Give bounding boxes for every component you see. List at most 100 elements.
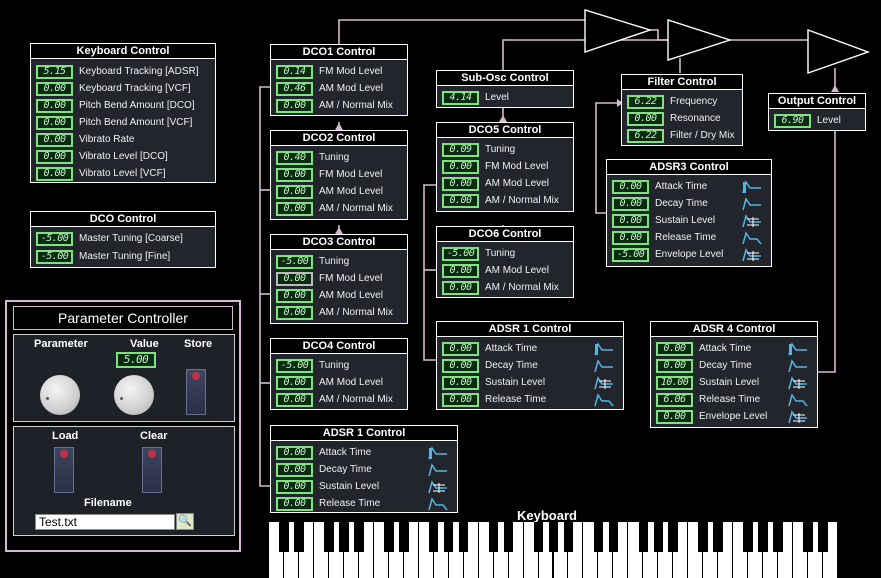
lcd-display[interactable]: -5.00 [276, 255, 313, 269]
black-key[interactable] [324, 522, 334, 552]
lcd-display[interactable]: 0.00 [656, 410, 693, 424]
black-key[interactable] [743, 522, 753, 552]
black-key[interactable] [488, 522, 499, 552]
black-key[interactable] [608, 522, 619, 552]
lcd-display[interactable]: 0.46 [276, 82, 313, 96]
store-button[interactable] [186, 369, 206, 415]
lcd-display[interactable]: 0.00 [442, 393, 479, 407]
lcd-display[interactable]: 0.00 [276, 289, 313, 303]
black-key[interactable] [638, 522, 649, 552]
value-knob[interactable] [114, 375, 154, 415]
lcd-display[interactable]: 0.00 [627, 112, 664, 126]
lcd-display[interactable]: 0.00 [442, 177, 479, 191]
lcd-display[interactable]: 0.00 [612, 197, 649, 211]
black-key[interactable] [803, 522, 813, 552]
black-key[interactable] [593, 522, 604, 552]
black-key[interactable] [339, 522, 349, 552]
lcd-display[interactable]: -5.00 [36, 232, 73, 246]
black-key[interactable] [279, 522, 289, 552]
black-key[interactable] [548, 522, 559, 552]
param-label: Sustain Level [699, 377, 760, 388]
lcd-display[interactable]: 0.00 [442, 160, 479, 174]
lcd-display[interactable]: 0.00 [276, 480, 313, 494]
param-label: Tuning [485, 144, 516, 155]
black-key[interactable] [818, 522, 828, 552]
black-key[interactable] [533, 522, 544, 552]
lcd-display[interactable]: -5.00 [442, 247, 479, 261]
lcd-display[interactable]: -5.00 [612, 248, 649, 262]
filename-input[interactable]: Test.txt [35, 514, 175, 530]
lcd-display[interactable]: 0.00 [442, 376, 479, 390]
lcd-display[interactable]: 0.00 [276, 446, 313, 460]
lcd-display[interactable]: 0.00 [656, 359, 693, 373]
lcd-display[interactable]: 0.00 [276, 306, 313, 320]
lcd-display[interactable]: 0.00 [36, 150, 73, 164]
lcd-display[interactable]: 0.00 [612, 180, 649, 194]
lcd-display[interactable]: 0.00 [36, 99, 73, 113]
lcd-display[interactable]: 0.00 [276, 463, 313, 477]
lcd-display[interactable]: 0.00 [612, 214, 649, 228]
black-key[interactable] [443, 522, 454, 552]
black-key[interactable] [294, 522, 304, 552]
lcd-display[interactable]: 0.00 [276, 202, 313, 216]
lcd-display[interactable]: 0.00 [612, 231, 649, 245]
lcd-display[interactable]: -5.00 [36, 250, 73, 264]
lcd-display[interactable]: 0.40 [276, 151, 313, 165]
lcd-display[interactable]: 0.00 [442, 281, 479, 295]
lcd-display[interactable]: 0.00 [36, 116, 73, 130]
lcd-display[interactable]: 6.90 [774, 114, 811, 128]
lcd-display[interactable]: 0.00 [36, 82, 73, 96]
lcd-display[interactable]: 0.00 [276, 376, 313, 390]
lcd-display[interactable]: 0.00 [276, 497, 313, 511]
param-label: Release Time [485, 394, 547, 405]
black-key[interactable] [354, 522, 364, 552]
lcd-display[interactable]: 0.00 [442, 264, 479, 278]
lcd-display[interactable]: 6.22 [627, 95, 664, 109]
black-key[interactable] [668, 522, 679, 552]
lcd-display[interactable]: 0.00 [442, 194, 479, 208]
black-key[interactable] [773, 522, 783, 552]
lcd-display[interactable]: 0.00 [276, 168, 313, 182]
lcd-display[interactable]: 0.00 [276, 99, 313, 113]
param-label: Frequency [670, 96, 718, 107]
lcd-display[interactable]: 0.00 [276, 393, 313, 407]
lcd-display[interactable]: 6.22 [627, 129, 664, 143]
lcd-display[interactable]: 6.06 [656, 393, 693, 407]
browse-file-icon[interactable]: 🔍 [176, 513, 194, 530]
parameter-knob[interactable] [40, 375, 80, 415]
lcd-display[interactable]: 0.00 [276, 185, 313, 199]
black-key[interactable] [698, 522, 709, 552]
black-key[interactable] [383, 522, 394, 552]
lcd-display[interactable]: 4.14 [442, 91, 479, 105]
black-key[interactable] [398, 522, 409, 552]
black-key[interactable] [428, 522, 439, 552]
black-key[interactable] [458, 522, 469, 552]
lcd-display[interactable]: -5.00 [276, 359, 313, 373]
black-key[interactable] [503, 522, 514, 552]
lcd-display[interactable]: 0.00 [442, 342, 479, 356]
lcd-display[interactable]: 0.00 [36, 167, 73, 181]
piano-keyboard[interactable] [269, 522, 838, 578]
clear-button[interactable] [142, 447, 162, 493]
attack-envelope-icon [594, 342, 613, 356]
lcd-display[interactable]: 0.00 [276, 272, 313, 286]
lcd-display[interactable]: 5.15 [36, 65, 73, 79]
black-key[interactable] [563, 522, 574, 552]
lcd-display[interactable]: 0.00 [656, 342, 693, 356]
lcd-display[interactable]: 0.09 [442, 143, 479, 157]
lcd-display[interactable]: 10.00 [656, 376, 693, 390]
lcd-display[interactable]: 0.00 [442, 359, 479, 373]
load-button[interactable] [54, 447, 74, 493]
black-key[interactable] [758, 522, 768, 552]
lcd-display[interactable]: 0.14 [276, 65, 313, 79]
black-key[interactable] [653, 522, 664, 552]
lcd-display[interactable]: 0.00 [36, 133, 73, 147]
param-label: AM / Normal Mix [319, 100, 393, 111]
black-key[interactable] [713, 522, 723, 552]
